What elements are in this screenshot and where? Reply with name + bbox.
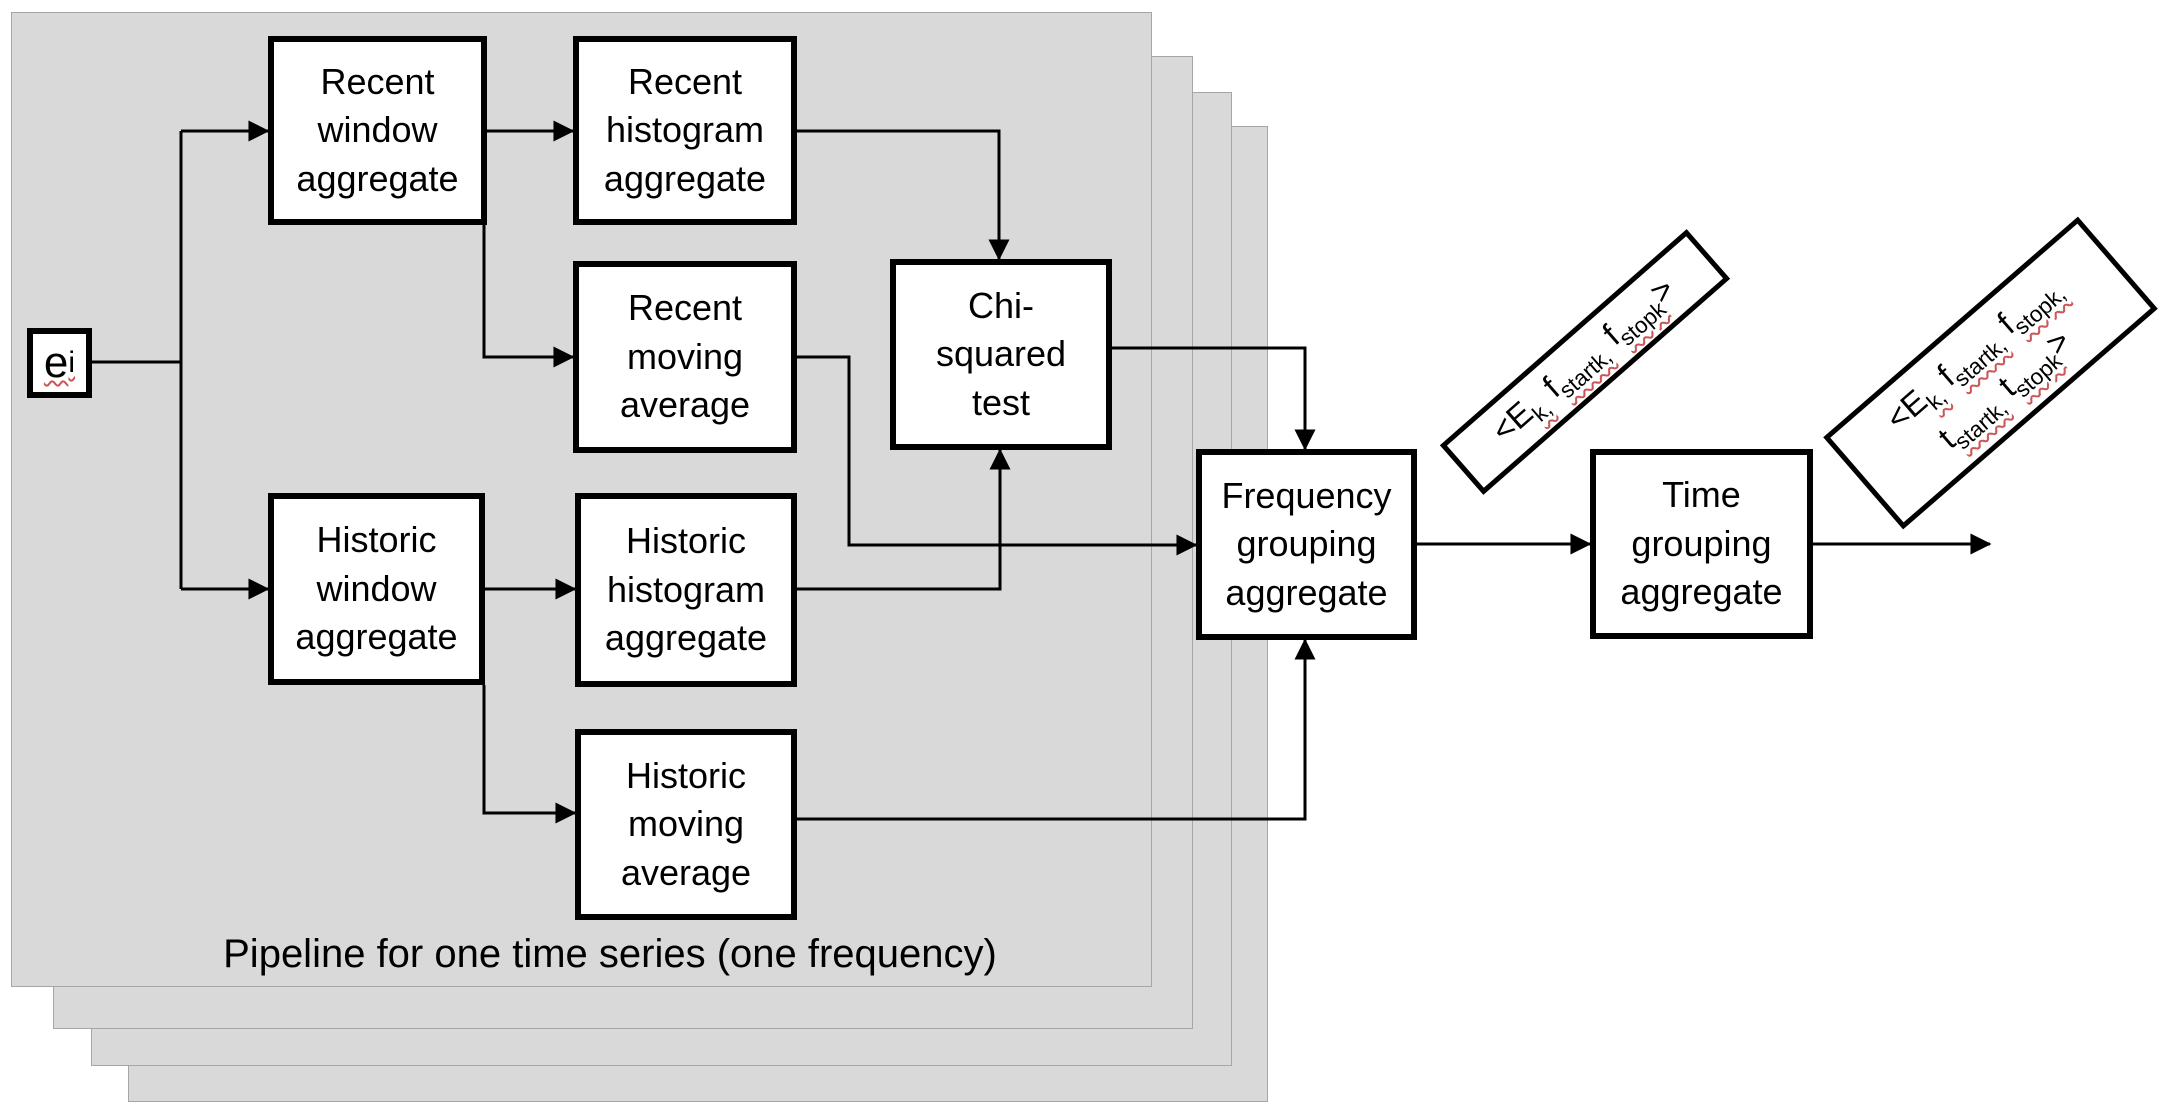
connector-hwa-to-hma <box>482 685 577 824</box>
box-historic-window-aggregate: Historic window aggregate <box>268 493 485 685</box>
connector-rwa-to-rma <box>482 225 575 368</box>
connector-chi-to-fga <box>1112 346 1316 451</box>
box-recent-moving-average: Recent moving average <box>573 261 797 453</box>
pipeline-caption: Pipeline for one time series (one freque… <box>223 932 997 976</box>
subscript: i <box>68 346 76 380</box>
box-chi-squared-test: Chi- squared test <box>890 259 1112 450</box>
box-frequency-grouping-aggregate: Frequency grouping aggregate <box>1196 449 1417 640</box>
connector-rma-to-fga <box>797 355 1198 556</box>
connector-hma-to-fga <box>797 638 1316 821</box>
box-historic-histogram-aggregate: Historic histogram aggregate <box>575 493 797 687</box>
box-historic-moving-average: Historic moving average <box>575 729 797 920</box>
box-recent-histogram-aggregate: Recent histogram aggregate <box>573 36 797 225</box>
connector-rha-to-chi <box>797 129 1010 261</box>
box-recent-window-aggregate: Recent window aggregate <box>268 36 487 225</box>
box-time-grouping-aggregate: Time grouping aggregate <box>1590 449 1813 639</box>
connector-hha-to-chi <box>797 448 1011 591</box>
